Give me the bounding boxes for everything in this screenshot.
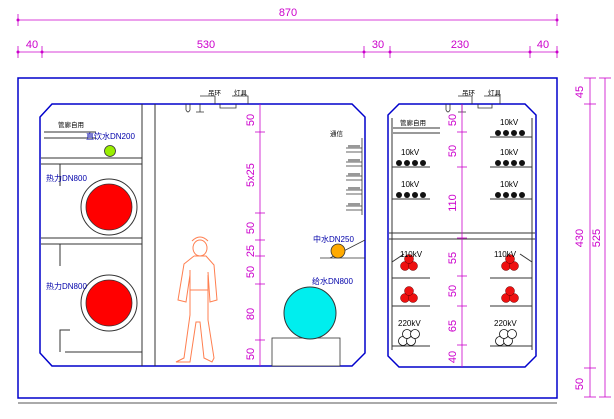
dim-segment-ticks (16, 46, 559, 58)
right-dim-1: 50 (447, 114, 459, 126)
person-figure (175, 236, 218, 363)
right-dimensions: 45 430 525 50 (574, 77, 611, 398)
right-dim-7: 40 (447, 351, 459, 363)
reclaimed-water-pipe-label: 中水DN250 (313, 234, 354, 244)
water-supply-pipe-label: 给水DN800 (312, 276, 353, 286)
left-chamber-outline (39, 103, 366, 367)
dim-left-margin-label: 40 (26, 39, 38, 51)
dim-total-label: 870 (279, 7, 297, 19)
dim-right-mid-label: 430 (574, 229, 586, 247)
left-dim-3: 50 (245, 222, 257, 234)
water-supply-pipe (283, 286, 337, 340)
left-vertical-dim-ticks (255, 131, 265, 341)
outer-structure-outline (17, 77, 558, 399)
communication-label: 通信 (330, 129, 344, 138)
cable-label-10kv: 10kV (500, 180, 519, 189)
heat-pipe-upper (85, 183, 133, 231)
cable-label-10kv: 10kV (500, 148, 519, 157)
right-dim-6: 65 (447, 320, 459, 332)
left-corner-label: 管廊自用 (58, 120, 84, 129)
cable-label-10kv: 10kV (401, 180, 420, 189)
right-dim-3: 110 (447, 194, 459, 212)
right-vertical-dim-ticks (457, 131, 467, 346)
cables-110kv (400, 254, 519, 303)
left-chamber-structure (41, 104, 156, 366)
dim-tick (16, 18, 20, 22)
heat-pipe-lower (85, 279, 133, 327)
dim-main-width-label: 530 (197, 39, 215, 51)
right-hanger-label: 吊环 (462, 89, 476, 97)
right-dim-5: 50 (447, 285, 459, 297)
dim-tick (555, 18, 559, 22)
dim-gap-label: 30 (372, 39, 384, 51)
reclaimed-water-pipe (330, 243, 346, 259)
left-dim-1: 50 (245, 114, 257, 126)
cables-10kv (396, 130, 525, 198)
left-dim-2: 5x25 (245, 163, 257, 187)
right-dim-4: 55 (447, 252, 459, 264)
cables-220kv (398, 329, 517, 346)
water-pipe-pedestal (271, 337, 341, 367)
right-dim-2: 50 (447, 145, 459, 157)
left-dim-7: 50 (245, 348, 257, 360)
top-dimensions: 870 40 530 30 230 40 (16, 7, 559, 58)
left-hanger-label: 吊环 (208, 89, 222, 97)
drinking-water-pipe (104, 145, 116, 157)
cable-label-110kv: 110kV (400, 250, 423, 259)
heat-pipe-upper-label: 热力DN800 (46, 173, 87, 183)
cable-label-10kv: 10kV (401, 148, 420, 157)
left-lamp-label: 灯具 (234, 88, 248, 97)
cable-label-10kv: 10kV (500, 118, 519, 127)
cable-label-220kv: 220kV (398, 319, 421, 328)
left-hanger-lamp (185, 95, 249, 113)
tray-cables (348, 145, 360, 206)
right-corner-label: 管廊自用 (400, 118, 426, 127)
cable-label-110kv: 110kV (494, 250, 517, 259)
drinking-water-pipe-label: 直饮水DN200 (86, 131, 135, 141)
right-lamp-label: 灯具 (488, 88, 502, 97)
left-dim-6: 80 (245, 308, 257, 320)
cable-label-220kv: 220kV (494, 319, 517, 328)
dim-right-bottom-label: 50 (574, 378, 586, 390)
left-dim-5: 50 (245, 266, 257, 278)
dim-right-top-label: 45 (574, 86, 586, 98)
dim-side-width-label: 230 (451, 39, 469, 51)
heat-pipe-lower-label: 热力DN800 (46, 281, 87, 291)
left-dim-4: 25 (245, 245, 257, 257)
dim-right-total-label: 525 (591, 229, 603, 247)
right-chamber-outline (387, 103, 537, 368)
dim-right-margin-label: 40 (537, 39, 549, 51)
